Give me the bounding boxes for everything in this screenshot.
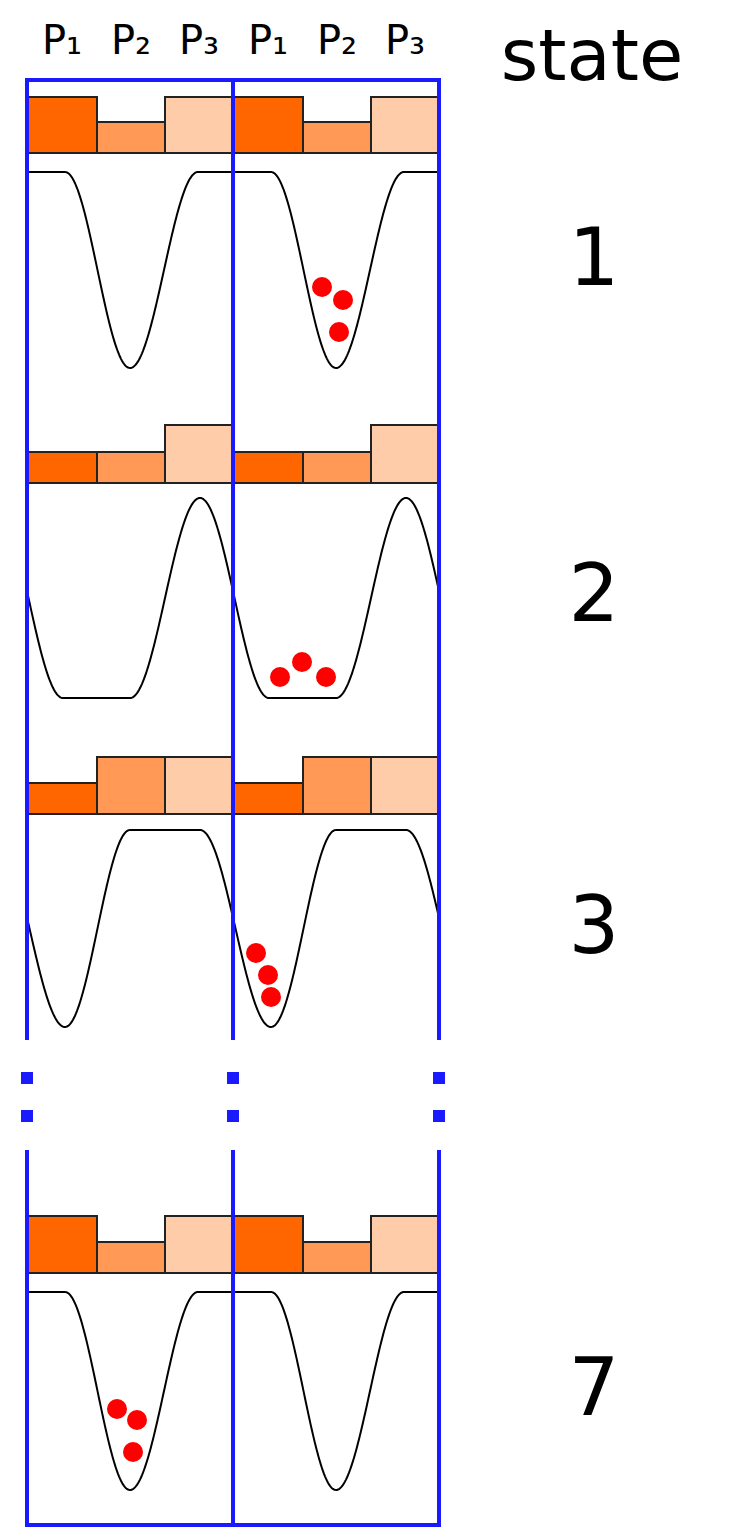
- phase-bar: [233, 783, 303, 814]
- phase-label: P₃: [179, 20, 219, 60]
- continuation-dot: [227, 1072, 239, 1084]
- frame-line: [437, 80, 441, 1040]
- atom-dot: [312, 277, 332, 297]
- phase-bar: [165, 97, 233, 153]
- frame-line: [25, 1150, 29, 1525]
- phase-bar: [27, 97, 97, 153]
- frame-line: [25, 80, 29, 1040]
- phase-bar: [97, 122, 165, 153]
- phase-label: P₂: [111, 20, 151, 60]
- phase-label: P₁: [248, 20, 288, 60]
- state-number: 7: [569, 1348, 620, 1428]
- atom-dot: [261, 987, 281, 1007]
- frame-line: [437, 1150, 441, 1525]
- phase-bar: [303, 452, 371, 483]
- phase-bar: [97, 757, 165, 814]
- continuation-dot: [227, 1110, 239, 1122]
- state-number: 2: [569, 554, 620, 634]
- atom-dot: [329, 322, 349, 342]
- continuation-dot: [21, 1110, 33, 1122]
- phase-bar: [97, 1242, 165, 1273]
- phase-bar: [27, 1216, 97, 1273]
- atom-dot: [127, 1410, 147, 1430]
- phase-bar: [371, 97, 439, 153]
- continuation-dot: [433, 1110, 445, 1122]
- atom-dot: [333, 290, 353, 310]
- atom-dot: [316, 667, 336, 687]
- phase-bar: [165, 425, 233, 483]
- phase-bar: [371, 1216, 439, 1273]
- frame-line: [231, 1150, 235, 1525]
- phase-bar: [371, 425, 439, 483]
- phase-label: P₁: [42, 20, 82, 60]
- frame-line: [25, 1523, 441, 1527]
- atom-dot: [246, 943, 266, 963]
- continuation-dot: [433, 1072, 445, 1084]
- phase-bar: [97, 452, 165, 483]
- frame-line: [231, 80, 235, 1040]
- state-number: 3: [569, 886, 620, 966]
- phase-bar: [27, 452, 97, 483]
- phase-label: P₂: [317, 20, 357, 60]
- phase-bar: [165, 1216, 233, 1273]
- phase-bar: [371, 757, 439, 814]
- phase-bar: [303, 1242, 371, 1273]
- state-number: 1: [569, 218, 620, 298]
- atom-dot: [292, 652, 312, 672]
- phase-bar: [233, 1216, 303, 1273]
- atom-dot: [123, 1442, 143, 1462]
- axis-title: state: [501, 19, 683, 91]
- atom-dot: [270, 667, 290, 687]
- phase-bar: [27, 783, 97, 814]
- phase-bar: [233, 97, 303, 153]
- phase-label: P₃: [385, 20, 425, 60]
- phase-bar: [165, 757, 233, 814]
- phase-bar: [303, 757, 371, 814]
- atom-dot: [258, 965, 278, 985]
- phase-bar: [233, 452, 303, 483]
- frame-line: [25, 78, 441, 82]
- atom-dot: [107, 1399, 127, 1419]
- phase-bar: [303, 122, 371, 153]
- continuation-dot: [21, 1072, 33, 1084]
